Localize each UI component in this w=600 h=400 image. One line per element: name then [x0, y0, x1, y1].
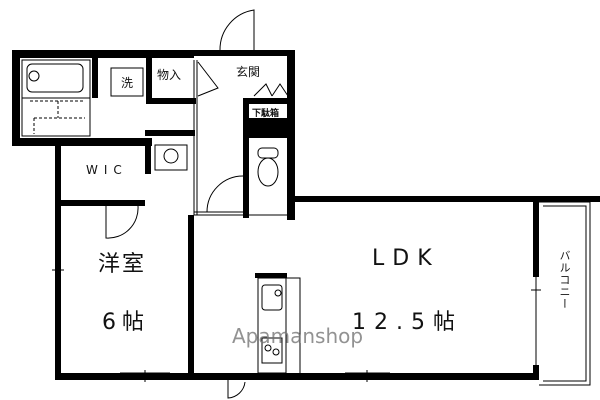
balcony-label: バルコニー	[558, 250, 571, 310]
ldk-size: 12.5帖	[352, 310, 463, 335]
storage-label: 物入	[157, 68, 182, 82]
western-room-size: 6帖	[102, 310, 150, 335]
wic-label: WIC	[86, 163, 128, 177]
western-room-label: 洋室	[98, 252, 147, 277]
entrance-label: 玄関	[236, 65, 261, 79]
ldk-label: LDK	[372, 246, 440, 271]
wash-label: 洗	[121, 76, 134, 90]
shoe-box-label: 下駄箱	[252, 109, 280, 119]
watermark: Apamanshop	[232, 324, 364, 348]
